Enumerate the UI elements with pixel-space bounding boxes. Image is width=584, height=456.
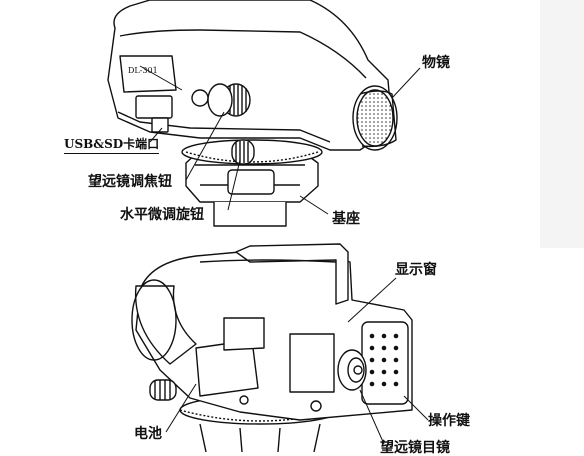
- top-leaders: [139, 65, 421, 215]
- side-knob: [149, 379, 177, 401]
- fine-knob: [231, 139, 255, 165]
- label-base: 基座: [332, 211, 360, 227]
- top-instrument: [107, 0, 398, 227]
- keypad: [361, 321, 409, 405]
- model-plate-text: DL-301: [128, 66, 158, 75]
- bottom-instrument: [131, 243, 413, 452]
- right-panel-gap: [540, 248, 584, 452]
- right-gray-panel: [540, 0, 584, 452]
- bottom-handle: [235, 243, 349, 305]
- display-window: [289, 333, 335, 393]
- eyepiece: [337, 349, 367, 391]
- label-battery: 电池: [134, 426, 162, 442]
- usb-sd-port: [135, 95, 173, 133]
- label-display-window: 显示窗: [395, 262, 437, 278]
- objective-lens: [352, 85, 398, 151]
- label-operation-keys: 操作键: [428, 413, 470, 429]
- label-eyepiece: 望远镜目镜: [380, 440, 450, 456]
- label-telescope-focus-knob: 望远镜调焦钮: [88, 174, 172, 190]
- battery-compartment: [195, 317, 265, 397]
- focus-knob: [207, 83, 251, 117]
- label-horizontal-fine-knob: 水平微调旋钮: [120, 207, 204, 223]
- top-body: [107, 0, 393, 151]
- label-objective: 物镜: [422, 55, 450, 71]
- bottom-leaders: [165, 277, 429, 445]
- label-usb-sd-port: USB&SD卡端口: [64, 136, 160, 154]
